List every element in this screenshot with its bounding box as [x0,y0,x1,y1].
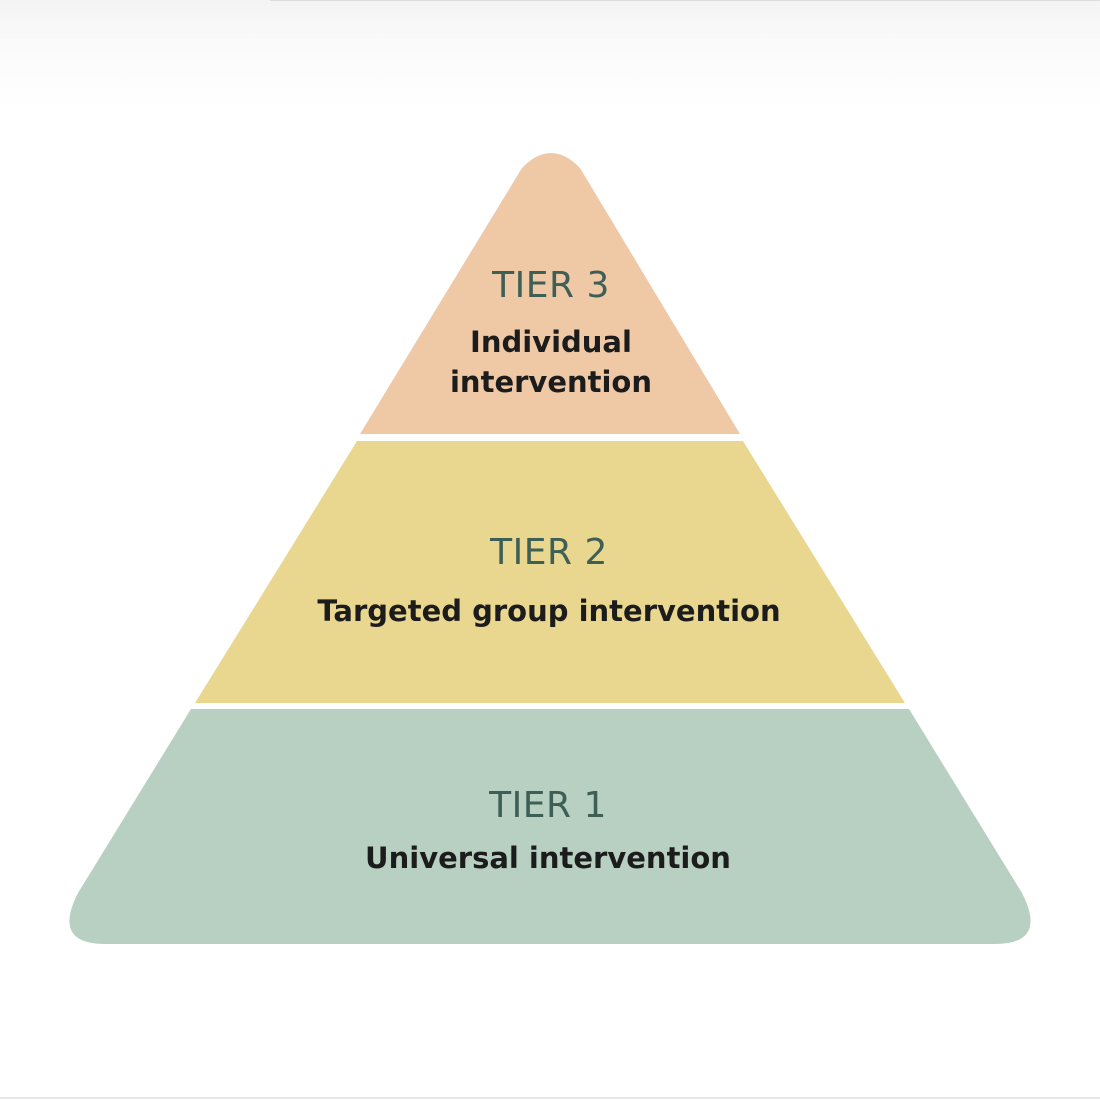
top-shadow [0,0,1100,110]
top-divider [270,0,1100,1]
tier-1-segment [69,709,1031,944]
tier-1-description: Universal intervention [365,841,731,875]
tier-1-title: TIER 1 [489,785,607,826]
bottom-divider [0,1097,1100,1099]
tier-3-segment [360,153,740,434]
tier-3-description-line-2: intervention [449,365,653,399]
tier-2-description: Targeted group intervention [317,594,781,628]
tier-3-description-line-1: Individual [470,325,632,359]
tier-2-label: TIER 2 Targeted group intervention [317,533,780,631]
tier-2-title: TIER 2 [490,532,608,573]
tier-1-label: TIER 1 Universal intervention [365,786,731,878]
tier-3-label: TIER 3 Individual intervention [450,266,652,402]
tier-3-title: TIER 3 [492,265,610,306]
tier-2-segment [195,441,905,703]
